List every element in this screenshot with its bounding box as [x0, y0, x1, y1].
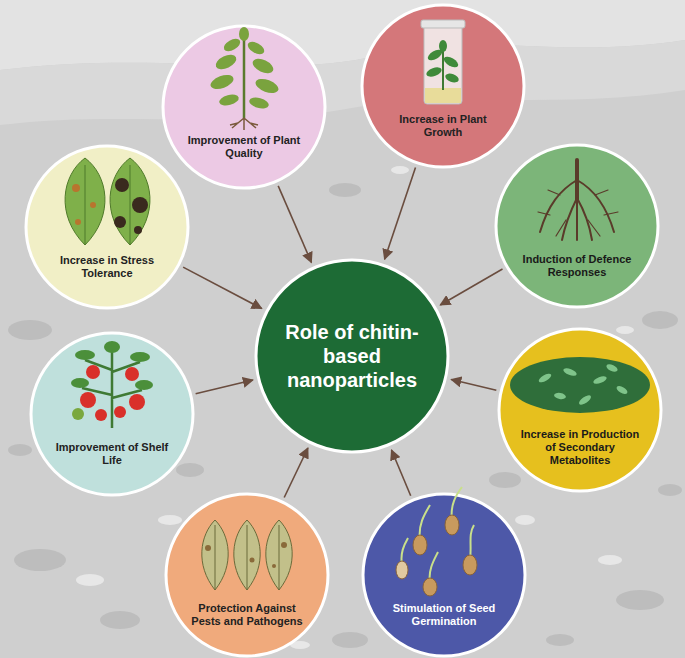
- role-label: Protection Against Pests and Pathogens: [187, 602, 307, 628]
- arrow-connector: [392, 450, 411, 496]
- circle-shape: [361, 492, 527, 658]
- roots-illustration: [538, 160, 618, 240]
- role-label: Improvement of Plant Quality: [184, 134, 304, 160]
- infected-leaves-illustration: [202, 520, 292, 590]
- arrow-connector: [385, 168, 416, 260]
- seeds-illustration: [396, 487, 477, 596]
- role-label: Increase in Plant Growth: [383, 113, 503, 139]
- arrow-connector: [278, 186, 311, 263]
- arrow-connector: [451, 380, 496, 391]
- plant-illustration: [209, 27, 281, 130]
- arrow-connector: [440, 269, 502, 305]
- role-circle: Increase in Stress Tolerance: [24, 144, 190, 310]
- role-label: Increase in Stress Tolerance: [47, 254, 167, 280]
- central-title: Role of chitin-based nanoparticles: [277, 320, 427, 392]
- circle-shape: [24, 144, 190, 310]
- arrow-connector: [284, 448, 308, 498]
- leaf-tissue-illustration: [510, 357, 650, 413]
- spotted-leaves-illustration: [65, 158, 150, 245]
- central-circle: Role of chitin-based nanoparticles: [254, 258, 450, 454]
- role-label: Stimulation of Seed Germination: [382, 602, 506, 628]
- arrow-connector: [196, 380, 253, 394]
- culture-jar-illustration: [421, 20, 465, 104]
- arrow-connector: [183, 267, 262, 308]
- role-circle: Stimulation of Seed Germination: [361, 492, 527, 658]
- role-label: Induction of Defence Responses: [515, 253, 639, 279]
- role-label: Improvement of Shelf Life: [52, 441, 172, 467]
- role-label: Increase in Production of Secondary Meta…: [517, 428, 643, 468]
- tomato-plant-illustration: [71, 341, 153, 428]
